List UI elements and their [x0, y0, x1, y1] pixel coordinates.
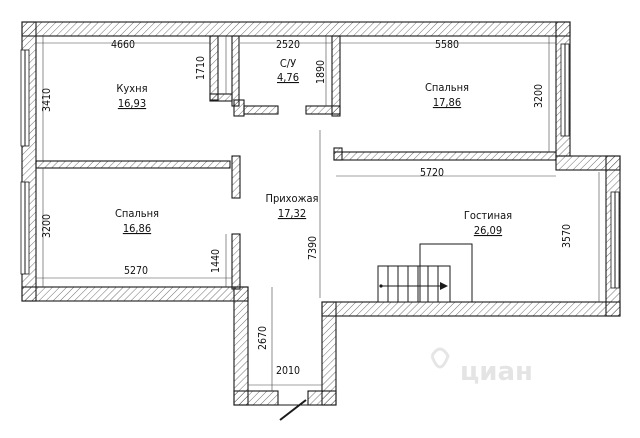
partition-kitchen-right [209, 35, 219, 101]
dim-bathroom-width: 2520 [276, 39, 300, 51]
partition-bedroom1-stub [333, 147, 343, 161]
dim-vestibule-length: 2670 [257, 326, 269, 350]
room-hallway-name: Прихожая [266, 192, 319, 205]
watermark-text: циан [460, 357, 533, 387]
dim-vestibule-width: 2010 [276, 365, 300, 377]
wall-vestibule-bottom-right [307, 390, 337, 406]
window-living [610, 191, 620, 289]
dimension-labels: 4660 2520 5580 5720 5270 2010 3410 3200 … [41, 39, 573, 377]
room-bedroom2-name: Спальня [115, 207, 159, 220]
dim-bathroom-height: 1890 [315, 60, 327, 84]
dim-bedroom2-height: 3200 [41, 214, 53, 238]
dim-hallway-length: 7390 [307, 236, 319, 260]
partition-bath-bottom-right [305, 105, 341, 115]
window-kitchen [20, 49, 30, 147]
partition-kitchen-right-foot [209, 93, 233, 102]
wall-vestibule-right [321, 301, 337, 406]
dim-living-width: 5720 [420, 167, 444, 179]
room-kitchen-name: Кухня [116, 82, 147, 95]
entrance-door [278, 399, 308, 421]
dim-bedroom2-partition: 1440 [210, 249, 222, 273]
room-hallway-area: 17,32 [278, 207, 306, 220]
room-labels: Кухня 16,93 С/У 4,76 Спальня 17,86 Спаль… [115, 57, 512, 237]
dim-kitchen-width: 4660 [111, 39, 135, 51]
room-bathroom-area: 4,76 [277, 71, 299, 84]
dim-kitchen-height: 3410 [41, 88, 53, 112]
dim-kitchen-partition: 1710 [195, 56, 207, 80]
watermark-logo-icon [430, 347, 450, 369]
room-bedroom1-name: Спальня [425, 81, 469, 94]
partition-kitchen-bedroom [35, 160, 231, 169]
wall-top [21, 21, 571, 37]
partition-bath-right [331, 35, 341, 117]
dim-bedroom2-width: 5270 [124, 265, 148, 277]
dim-bedroom1-width: 5580 [435, 39, 459, 51]
room-bathroom-name: С/У [280, 57, 296, 70]
wall-vestibule-bottom-left [233, 390, 279, 406]
window-bedroom2 [20, 181, 30, 275]
windows [20, 43, 620, 289]
partition-hall-left-upper [231, 155, 241, 199]
window-bedroom1 [560, 43, 570, 137]
wall-vestibule-left [233, 286, 249, 406]
partition-hall-left-lower [231, 233, 241, 290]
room-bedroom1-area: 17,86 [433, 96, 461, 109]
room-bedroom2-area: 16,86 [123, 222, 151, 235]
watermark: циан [430, 347, 533, 387]
partitions [35, 35, 557, 290]
dim-living-height: 3570 [561, 224, 573, 248]
room-living-area: 26,09 [474, 224, 502, 237]
wall-bottom-left [21, 286, 249, 302]
room-living-name: Гостиная [464, 209, 512, 222]
partition-bedroom1-bottom [333, 151, 557, 161]
partition-bath-bottom-left [243, 105, 279, 115]
partition-bath-left-stub [233, 99, 245, 117]
room-kitchen-area: 16,93 [118, 97, 146, 110]
wall-bottom-living [321, 301, 621, 317]
dim-bedroom1-height: 3200 [533, 84, 545, 108]
partition-bath-left [231, 35, 240, 107]
staircase [377, 243, 473, 303]
dimension-lines [36, 36, 600, 391]
